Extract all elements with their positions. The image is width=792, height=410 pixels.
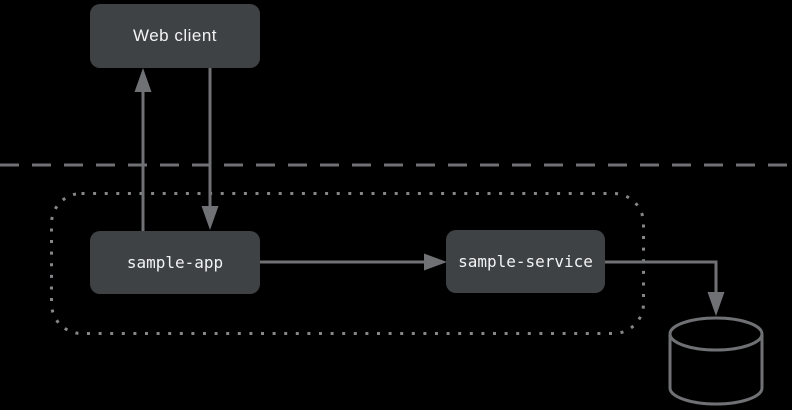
- node-sample-app-label: sample-app: [126, 253, 224, 272]
- cluster-dotted-border: [50, 192, 645, 335]
- node-sample-service-label: sample-service: [458, 252, 593, 271]
- arrow-sample-app-to-web-client: [134, 68, 152, 231]
- database-cylinder-icon: [668, 316, 764, 406]
- node-web-client-label: Web client: [132, 26, 218, 45]
- arrow-sample-service-to-database: [605, 260, 725, 316]
- arrow-sample-app-to-sample-service: [260, 253, 447, 271]
- node-sample-service: sample-service: [446, 230, 605, 293]
- node-web-client: Web client: [90, 4, 260, 68]
- node-sample-app: sample-app: [90, 231, 260, 294]
- arrow-web-client-to-sample-app: [201, 68, 219, 230]
